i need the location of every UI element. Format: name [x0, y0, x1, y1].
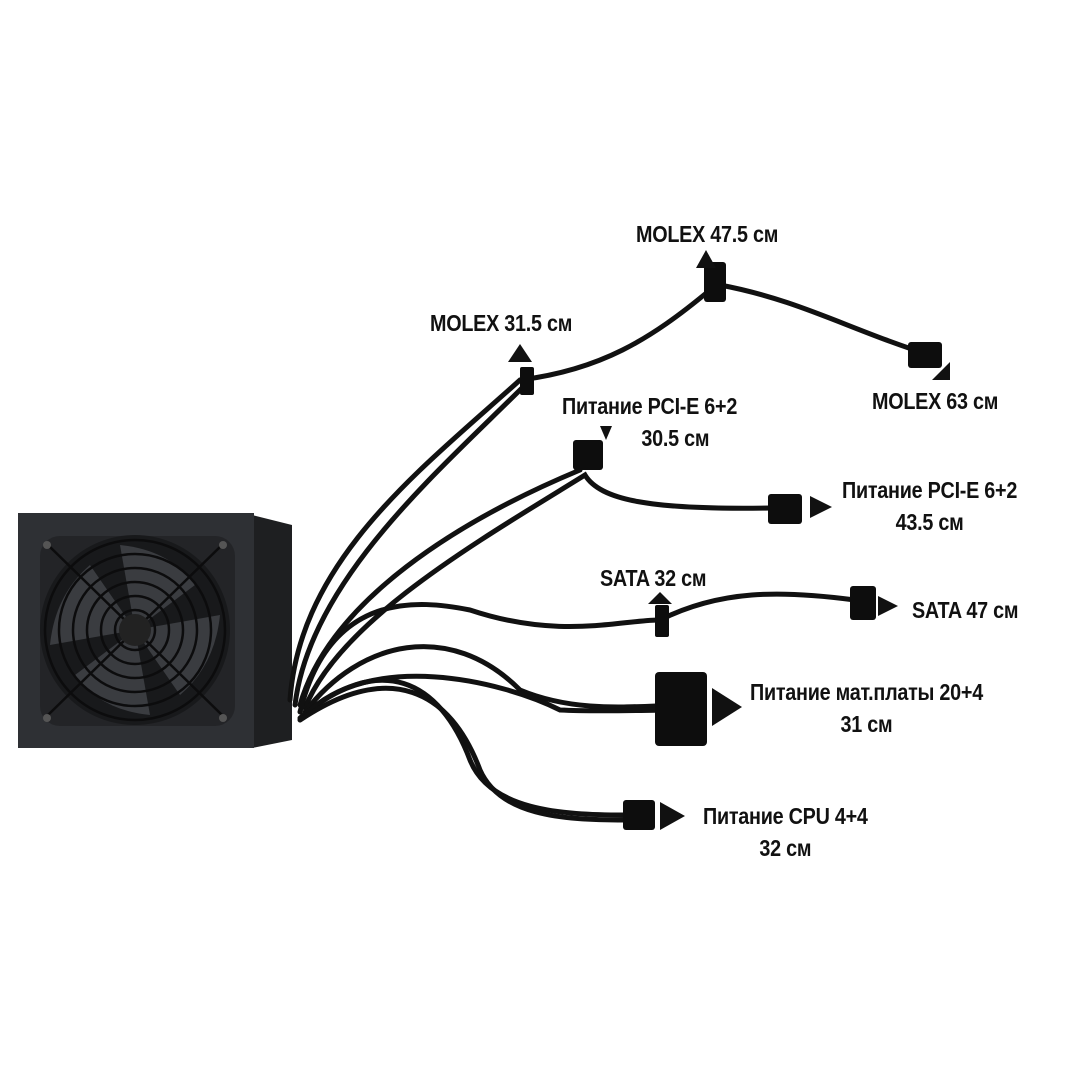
label-molex-31: MOLEX 31.5 см — [430, 307, 572, 339]
label-length: 32 см — [759, 835, 812, 861]
label-cpu: Питание CPU 4+4 32 см — [703, 800, 868, 864]
pcie-connector-43 — [768, 494, 802, 524]
arrow-right-icon — [712, 688, 742, 726]
molex-connector-47 — [704, 262, 726, 302]
label-text: MOLEX 31.5 см — [430, 310, 573, 336]
label-text: Питание мат.платы 20+4 — [750, 679, 983, 705]
label-length: 43.5 см — [895, 509, 964, 535]
molex-connector-31 — [520, 367, 534, 395]
label-text: SATA 32 см — [600, 565, 707, 591]
pointer-arrows — [508, 250, 950, 830]
arrow-down-icon — [600, 426, 612, 440]
arrow-right-icon — [810, 496, 832, 518]
sata-connector-32 — [655, 605, 669, 637]
label-length: 30.5 см — [641, 425, 710, 451]
molex-connector-63 — [908, 342, 942, 368]
motherboard-connector — [655, 672, 707, 746]
sata-connector-47 — [850, 586, 876, 620]
label-sata-32: SATA 32 см — [600, 562, 706, 594]
arrow-up-icon — [648, 592, 672, 604]
connectors — [520, 262, 942, 830]
label-text: Питание PCI-E 6+2 — [842, 477, 1018, 503]
screw-icon — [43, 541, 227, 722]
label-sata-47: SATA 47 см — [912, 594, 1018, 626]
label-length: 31 см — [840, 711, 893, 737]
label-text: Питание CPU 4+4 — [703, 803, 868, 829]
label-text: Питание PCI-E 6+2 — [562, 393, 738, 419]
label-pcie-43: Питание PCI-E 6+2 43.5 см — [842, 474, 1017, 538]
arrow-up-icon — [508, 344, 532, 362]
label-molex-63: MOLEX 63 см — [872, 385, 998, 417]
label-pcie-30: Питание PCI-E 6+2 30.5 см — [562, 390, 737, 454]
label-motherboard: Питание мат.платы 20+4 31 см — [750, 676, 983, 740]
label-text: SATA 47 см — [912, 597, 1019, 623]
label-text: MOLEX 63 см — [872, 388, 999, 414]
power-supply-unit — [18, 513, 292, 748]
arrow-up-icon — [696, 250, 716, 268]
pcie-connector-30 — [573, 440, 603, 470]
label-text: MOLEX 47.5 см — [636, 221, 779, 247]
arrow-right-icon — [878, 596, 898, 616]
arrow-icon — [932, 362, 950, 380]
cables — [287, 282, 933, 823]
cpu-connector — [623, 800, 655, 830]
arrow-right-icon — [660, 802, 685, 830]
label-molex-47: MOLEX 47.5 см — [636, 218, 778, 250]
fan-icon — [40, 535, 230, 725]
